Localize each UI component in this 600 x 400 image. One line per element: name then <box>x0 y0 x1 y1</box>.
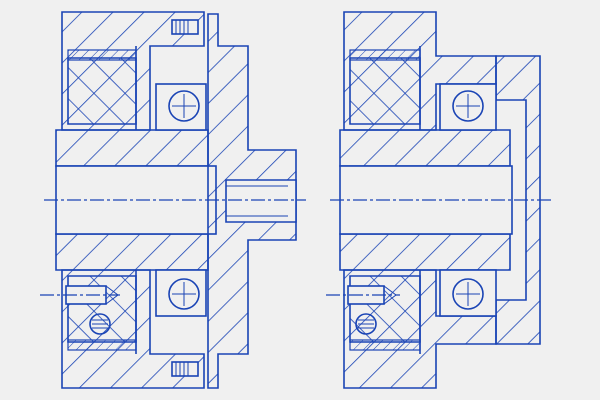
left-retainer-top <box>67 49 137 61</box>
left-screw-bottom <box>171 361 199 377</box>
left-screw-top-thread <box>175 20 189 34</box>
left-bearing-ball-top-cross <box>172 94 196 118</box>
left-roller-pin-lines <box>92 319 108 329</box>
left-stub-shaft-edge <box>226 185 288 217</box>
left-roller-cage-top <box>67 57 137 125</box>
left-bearing-ball-bottom <box>168 278 200 310</box>
left-retainer-bottom <box>67 339 137 351</box>
left-inner-hub <box>55 129 209 167</box>
left-screw-bottom-thread <box>175 362 189 376</box>
left-screw-top <box>171 19 199 35</box>
right-retainer-bottom <box>349 339 421 351</box>
right-bearing-ball-bottom-cross <box>456 282 480 306</box>
right-retainer-top <box>349 49 421 61</box>
left-inner-hub-lower <box>55 233 209 271</box>
left-bearing-ball-top <box>168 90 200 122</box>
right-bearing-ball-bottom <box>452 278 484 310</box>
right-bearing-ball-top-cross <box>456 94 480 118</box>
right-view <box>326 11 552 389</box>
left-stub-shaft <box>225 179 297 223</box>
left-view <box>40 11 306 389</box>
left-roller-pin <box>89 313 111 335</box>
left-bearing-ball-bottom-cross <box>172 282 196 306</box>
right-end-cover-lines <box>462 55 540 345</box>
right-bearing-ball-top <box>452 90 484 122</box>
right-inner-hub <box>339 129 511 167</box>
right-roller-pin <box>355 313 377 335</box>
right-roller-cage-top <box>349 57 421 125</box>
left-bearing-bottom <box>155 269 207 317</box>
right-roller-pin-lines <box>358 319 374 329</box>
right-inner-hub-lower <box>339 233 511 271</box>
